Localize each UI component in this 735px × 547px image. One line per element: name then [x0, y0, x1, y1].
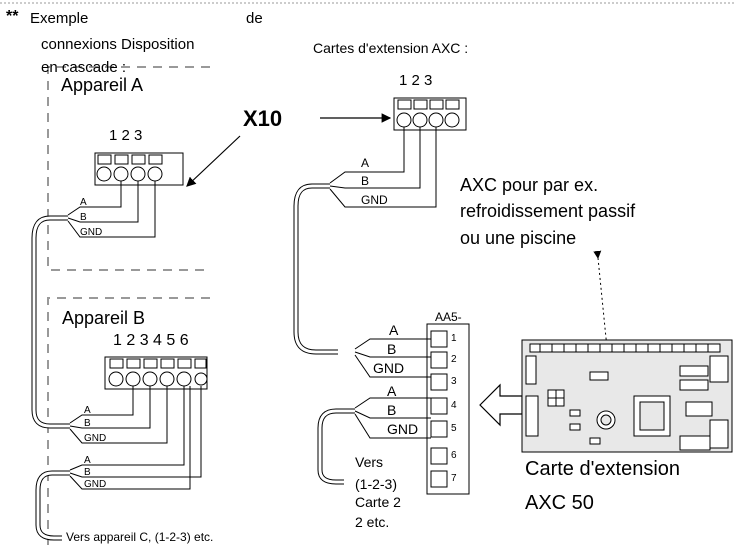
device-b-wires — [69, 386, 202, 490]
aa5-terminal-strip — [426, 323, 470, 495]
device-b-title: Appareil B — [62, 308, 146, 328]
device-b-wire2-a: A — [84, 455, 91, 466]
vers-card-line1: Vers — [355, 454, 384, 470]
intro-line2: connexions Disposition — [41, 36, 195, 53]
aa5-terminal-5: 5 — [451, 423, 457, 434]
device-a-terminal-block — [94, 152, 184, 186]
axc-top-wires — [329, 127, 437, 208]
x10-label: X10 — [243, 106, 283, 131]
aa5-wire-in-a: A — [389, 322, 399, 338]
aa5-terminal-3: 3 — [451, 376, 457, 387]
device-a-pins: 1 2 3 — [109, 127, 143, 144]
aa5-title: AA5- — [435, 310, 462, 324]
device-a-title: Appareil A — [61, 75, 144, 95]
intro-marker: ** — [6, 8, 19, 25]
device-b-pins: 1 2 3 4 5 6 — [113, 332, 189, 349]
aa5-wire-out-b: B — [387, 402, 397, 418]
aa5-wires-in — [354, 338, 431, 378]
axc-note-line1: AXC pour par ex. — [460, 175, 599, 195]
card-caption-line1: Carte d'extension — [525, 458, 681, 480]
x10-pointer-left — [186, 135, 241, 187]
intro-line1-a: Exemple — [30, 10, 89, 27]
device-a-wire-gnd: GND — [80, 227, 103, 238]
device-b-box — [47, 297, 210, 545]
cable-aa5-to-card2 — [317, 408, 355, 485]
device-a-wire-a: A — [80, 197, 87, 208]
intro-line1-b: de — [246, 10, 263, 27]
axc-cards-title: Cartes d'extension AXC : — [313, 40, 469, 56]
aa5-wire-out-a: A — [387, 383, 397, 399]
aa5-terminal-7: 7 — [451, 473, 457, 484]
aa5-wire-out-gnd: GND — [387, 421, 419, 437]
axc-top-wire-b: B — [361, 174, 370, 188]
aa5-wire-in-gnd: GND — [373, 360, 405, 376]
device-b-wire-a: A — [84, 405, 91, 416]
device-b-wire-b: B — [84, 418, 91, 429]
pcb-board-image — [521, 339, 733, 453]
axc-top-wire-a: A — [361, 156, 370, 170]
axc-note-line2: refroidissement passif — [460, 201, 636, 221]
arrow-left-icon — [479, 383, 523, 427]
device-b-wire2-gnd: GND — [84, 479, 107, 490]
aa5-wire-in-b: B — [387, 341, 397, 357]
axc-note-line3: ou une piscine — [460, 228, 577, 248]
device-a-box — [47, 66, 210, 271]
vers-card-line3: Carte 2 — [355, 494, 401, 510]
axc-top-pins: 1 2 3 — [399, 72, 433, 89]
aa5-terminal-6: 6 — [451, 450, 457, 461]
aa5-terminal-4: 4 — [451, 400, 457, 411]
aa5-terminal-1: 1 — [451, 333, 457, 344]
cable-b-to-c — [35, 470, 70, 541]
vers-card-line2: (1-2-3) — [355, 476, 398, 492]
cable-axc-to-aa5 — [293, 183, 338, 355]
vers-card-line4: 2 etc. — [355, 514, 390, 530]
device-a-wires — [67, 181, 156, 238]
device-b-wire-gnd: GND — [84, 433, 107, 444]
device-b-wire2-b: B — [84, 467, 91, 478]
aa5-terminal-2: 2 — [451, 354, 457, 365]
vers-device-label: Vers appareil C, (1-2-3) etc. — [66, 530, 214, 544]
axc-top-terminal-block — [393, 97, 467, 131]
device-a-wire-b: B — [80, 212, 87, 223]
card-caption-line2: AXC 50 — [525, 492, 594, 514]
axc-top-wire-gnd: GND — [361, 193, 388, 207]
intro-line3: en cascade : — [41, 59, 127, 76]
aa5-wires-out — [354, 397, 431, 439]
device-b-terminal-block — [104, 356, 208, 390]
